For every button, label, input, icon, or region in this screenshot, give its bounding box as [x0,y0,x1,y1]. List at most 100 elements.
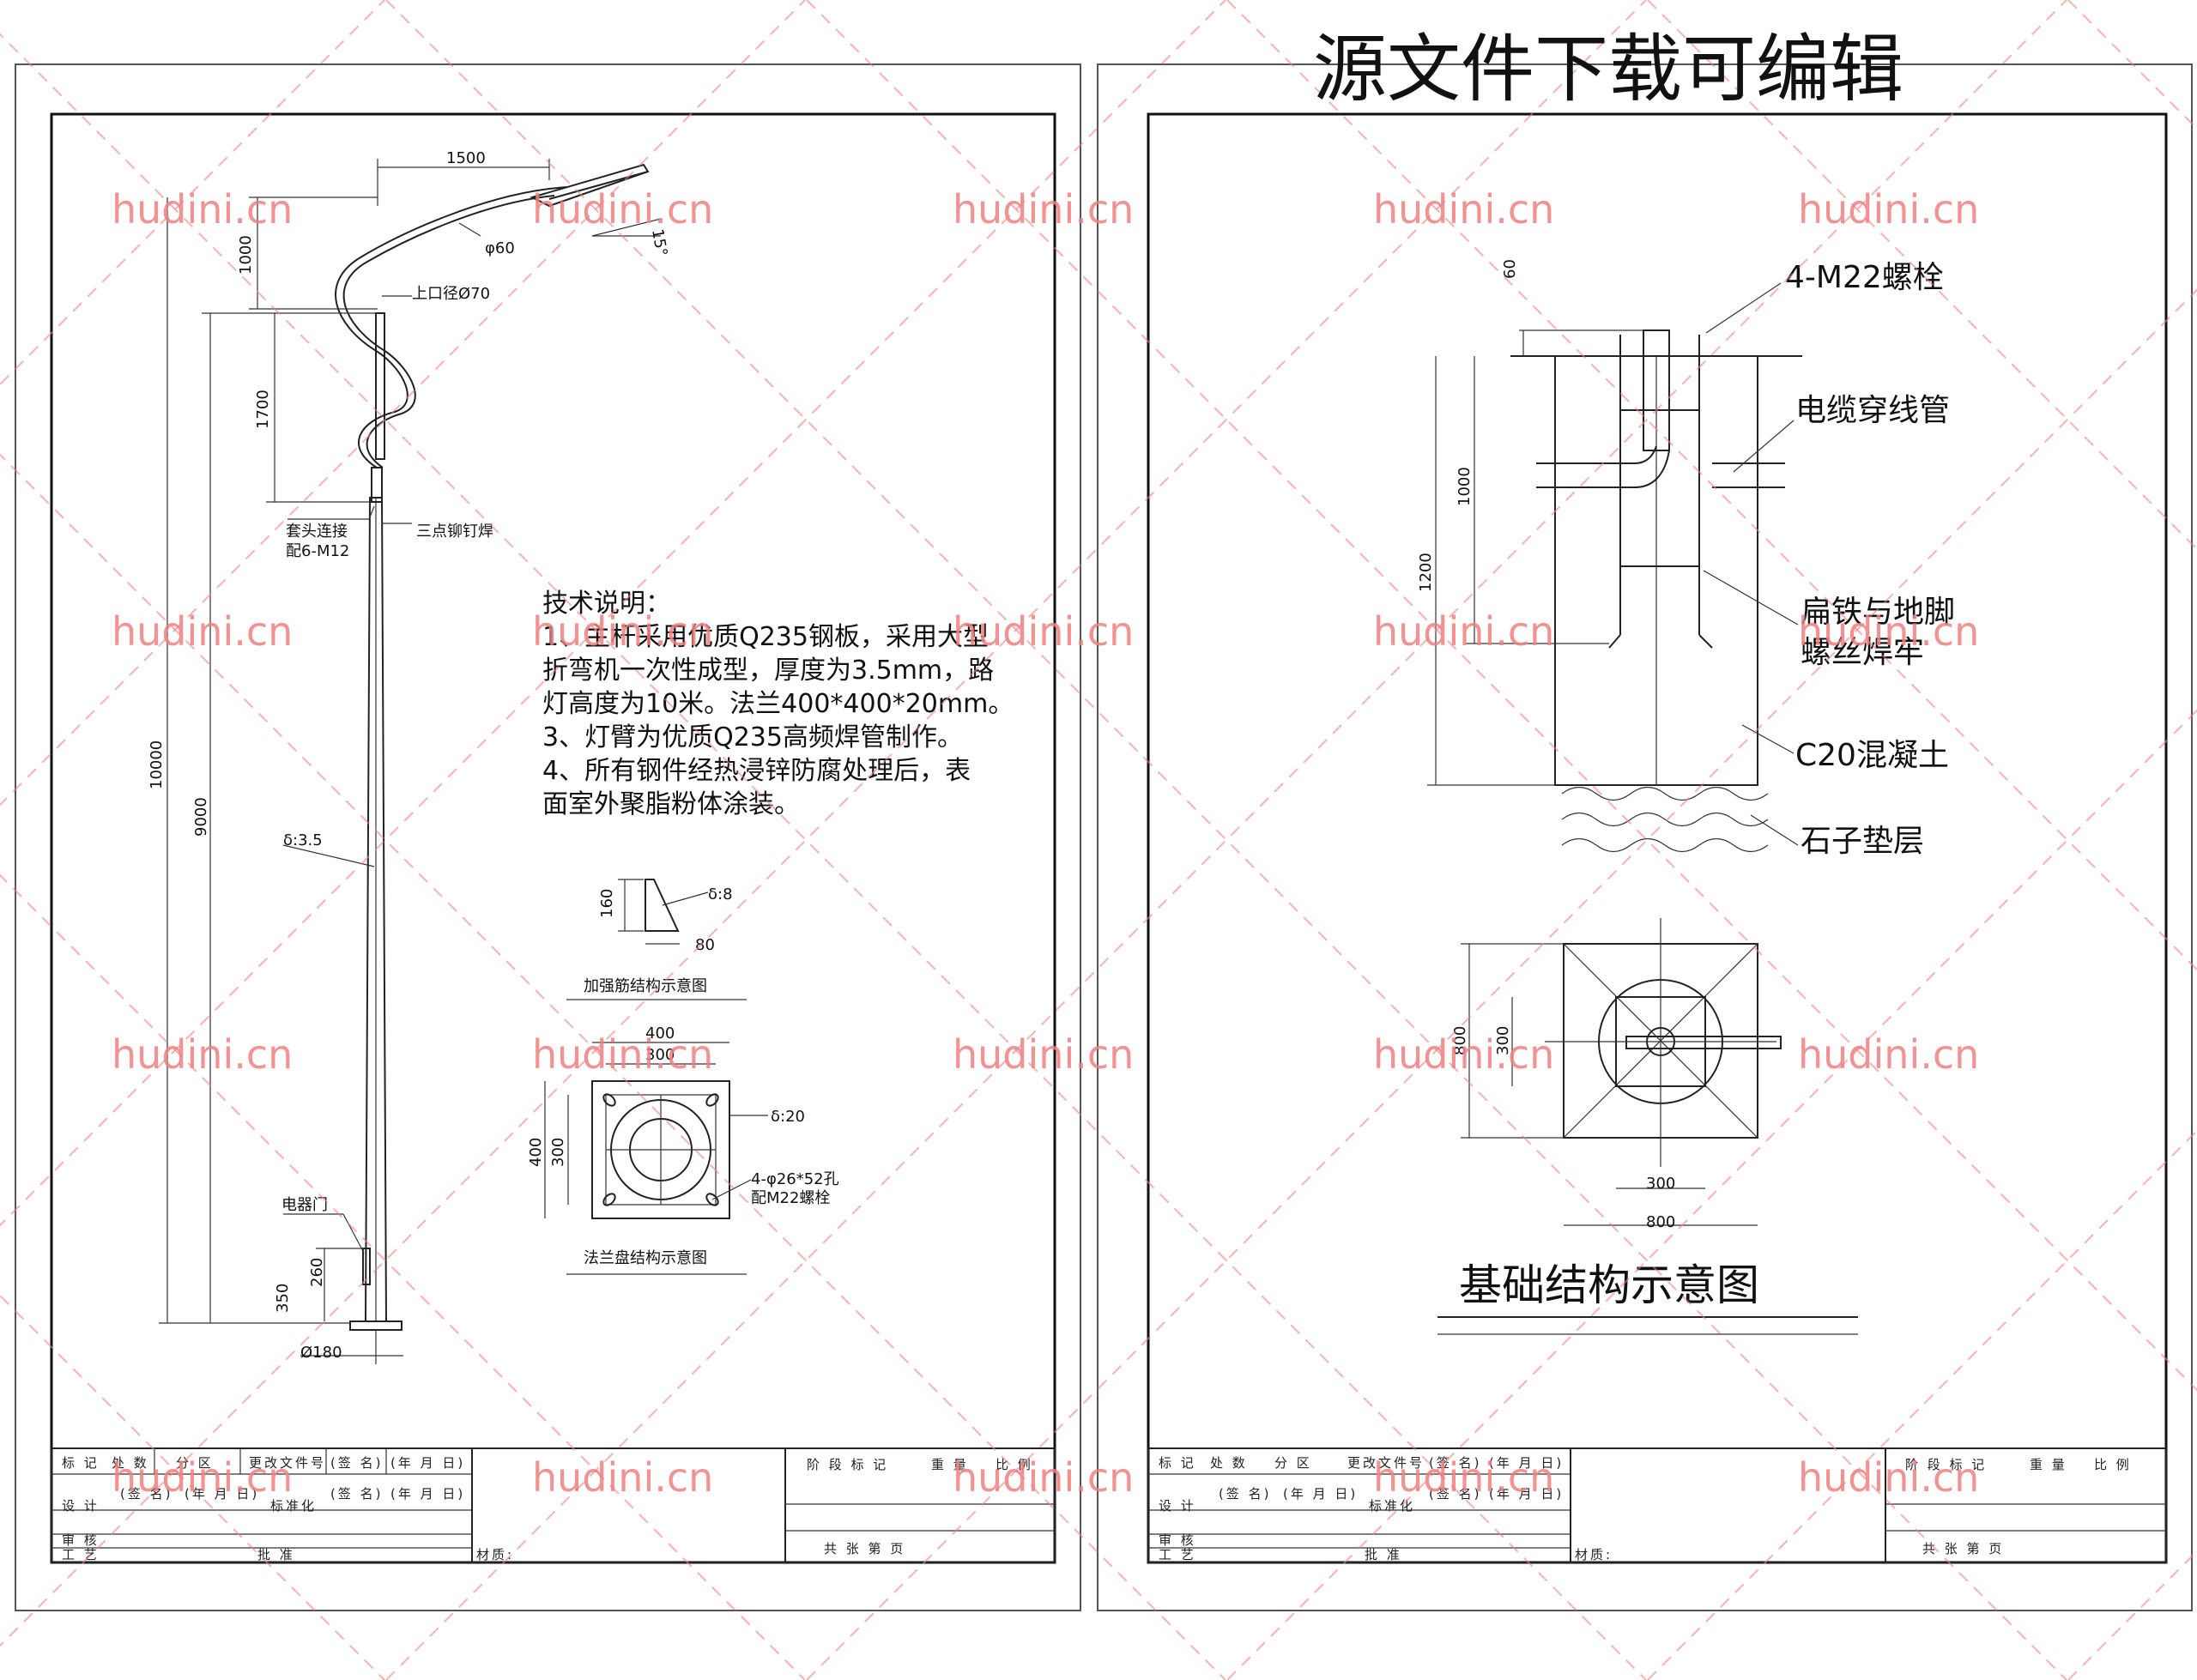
watermark-line [385,0,2067,1680]
watermark-text: hudini.cn [532,1031,713,1078]
watermark-text: hudini.cn [953,608,1134,655]
tb-cell: (年 月 日) [390,1486,465,1502]
tb-sheets: 共 张 第 页 [824,1541,905,1556]
tb-cell: 设 计 [62,1498,100,1514]
flange-detail: 400 300 400 300 δ:20 4-φ26*52孔 配M22螺栓 法兰… [527,1024,839,1275]
arm-reach-dim: 1500 [446,149,486,167]
watermark-text: hudini.cn [532,186,713,233]
tech-notes: 技术说明： 1、主杆采用优质Q235钢板，采用大型 折弯机一次性成型，厚度为3.… [542,589,1014,819]
tb-cell: 处 数 [112,1455,149,1471]
watermark-line [385,0,2067,1680]
tb-cell: (年 月 日) [1489,1486,1564,1502]
weld-label-2: 螺丝焊牢 [1801,635,1924,670]
watermark-line [2067,0,2197,130]
tb-weight: 重 量 [2030,1457,2067,1472]
tech-note-line: 折弯机一次性成型，厚度为3.5mm，路 [542,656,994,686]
tb-cell: (年 月 日) [185,1486,259,1502]
tb-cell: 工 艺 [62,1547,100,1562]
plan-outer-v-dim: 800 [1451,1026,1469,1055]
flange-caption: 法兰盘结构示意图 [584,1249,707,1267]
watermark-text: hudini.cn [532,1454,713,1501]
rib-detail: 160 80 δ:8 加强筋结构示意图 [566,879,747,1000]
watermark-text: hudini.cn [1798,1031,1979,1078]
tb-cell: 标准化 [1369,1498,1415,1514]
plan-outer-h-dim: 800 [1646,1213,1675,1231]
watermark-text: hudini.cn [953,186,1134,233]
rib-thickness-dim: δ:8 [708,885,733,903]
plan-inner-h-dim: 300 [1646,1175,1675,1193]
tb-scale: 比 例 [996,1457,1033,1472]
tb-cell: 标 记 [1159,1455,1196,1471]
foundation-section: 60 1000 1200 4-M22螺栓 电缆穿线管 扁铁与地脚 螺丝焊牢 C2… [1417,259,1955,859]
watermark-line [806,0,2197,1392]
arm-span-dim: 1700 [254,390,272,429]
watermark-text: hudini.cn [1373,186,1554,233]
watermark-text: hudini.cn [112,1031,293,1078]
wall-thickness-label: δ:3.5 [283,831,323,849]
tb-stage: 阶 段 标 记 [1905,1457,1987,1472]
foundation-top-dim: 60 [1501,259,1519,279]
flange-bolts-label: 配M22螺栓 [751,1189,830,1207]
door-base-dim: 350 [274,1284,292,1313]
watermark-line [1647,1129,2197,1680]
tech-note-line: 面室外聚脂粉体涂装。 [542,789,800,819]
tech-note-line: 1、主杆采用优质Q235钢板，采用大型 [542,622,989,652]
tb-cell: 标准化 [270,1498,317,1514]
pole-elevation: 15° 1500 φ60 上口径Ø70 1000 1700 10000 9000… [148,149,670,1364]
watermark-line [0,0,1647,1647]
watermark-line [1647,0,2197,551]
rib-height-dim: 160 [598,889,616,918]
tb-cell: (签 名) [1429,1455,1481,1471]
left-sheet-frame [15,63,1081,1611]
flange-outer-dim: 400 [645,1024,675,1042]
tb-stage: 阶 段 标 记 [807,1457,888,1472]
tb-material: 材质: [476,1547,514,1562]
tb-cell: (年 月 日) [390,1455,465,1471]
gravel-label: 石子垫层 [1801,824,1924,859]
title-block-right: 标 记 处 数 分 区 更改文件号 (签 名) (年 月 日) 设 计 (签 名… [1147,1447,2167,1563]
door-height-dim: 260 [308,1258,326,1287]
watermark-text: hudini.cn [112,186,293,233]
watermark-line [0,0,1226,1227]
watermark-text: hudini.cn [532,608,713,655]
watermark-line [1226,0,2197,971]
tb-scale: 比 例 [2094,1457,2132,1472]
weld-label: 扁铁与地脚 [1801,595,1955,630]
tb-cell: (签 名) [330,1486,383,1502]
tb-cell: 标 记 [62,1455,100,1471]
watermark-text: hudini.cn [1373,1031,1554,1078]
tb-cell: 分 区 [176,1455,214,1471]
watermark-text: hudini.cn [1373,608,1554,655]
watermark-line [1226,709,2197,1680]
conduit-label: 电缆穿线管 [1795,393,1950,428]
pole-height-dim: 9000 [192,797,210,837]
tech-note-line: 灯高度为10米。法兰400*400*20mm。 [542,689,1014,719]
tb-cell: 更改文件号 [249,1455,326,1471]
tb-cell: (签 名) [1219,1486,1271,1502]
anchor-length-dim: 1000 [1456,467,1474,506]
tb-weight: 重 量 [931,1457,969,1472]
sleeve-label: 套头连接 [286,523,348,541]
rivet-weld-label: 三点铆钉焊 [416,523,493,541]
tech-note-line: 4、所有钢件经热浸锌防腐处理后，表 [542,756,971,786]
pole-height-total-dim: 10000 [148,740,166,789]
arm-tube-dim: φ60 [485,239,515,257]
watermark-line [0,0,385,386]
flange-holes-label: 4-φ26*52孔 [751,1170,839,1188]
tb-cell: 批 准 [1365,1547,1402,1562]
watermark-line [0,453,1226,1680]
watermark-line [0,873,806,1680]
foundation-plan: 800 300 300 800 基础结构示意图 [1437,918,1858,1335]
watermark-headline: 源文件下载可编辑 [1313,27,1903,112]
rib-width-dim: 80 [695,936,715,954]
watermark-text: hudini.cn [112,608,293,655]
flange-outer-v-dim: 400 [527,1138,545,1167]
watermark-text: hudini.cn [112,1454,293,1501]
tb-sheets: 共 张 第 页 [1922,1541,2004,1556]
watermark-line [806,288,2197,1680]
arm-rise-dim: 1000 [237,235,255,275]
flange-inner-v-dim: 300 [549,1138,567,1167]
tb-cell: 批 准 [257,1547,295,1562]
